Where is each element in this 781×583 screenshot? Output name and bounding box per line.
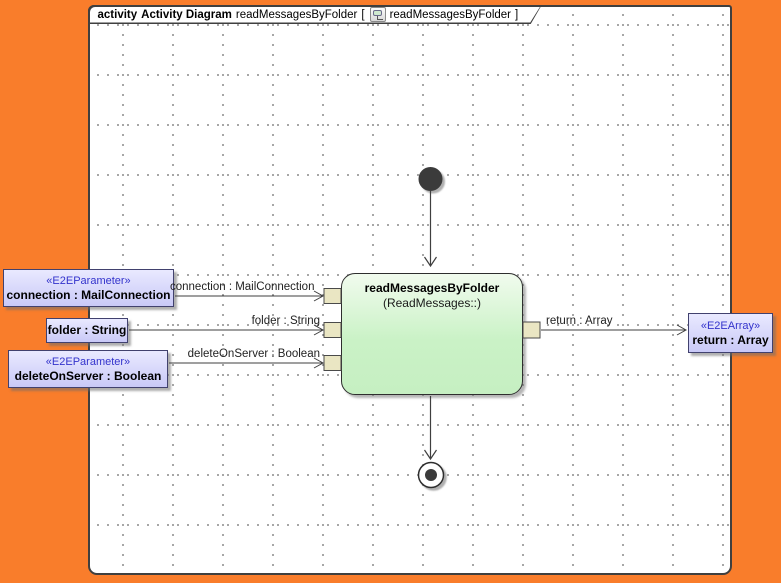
diagram-frame-heading: activity Activity Diagram readMessagesBy… [90,7,541,23]
edge-label-connection[interactable]: connection : MailConnection [170,281,315,293]
frame-open-bracket: [ [361,8,365,21]
frame-close-bracket: ] [515,8,519,21]
edge-label-return[interactable]: return : Array [546,315,613,327]
parameter-node-folder[interactable]: folder : String [46,318,128,343]
parameter-name: folder : String [47,323,127,337]
parameter-node-connection[interactable]: «E2EParameter» connection : MailConnecti… [3,269,174,307]
parameter-stereotype: «E2EParameter» [45,355,131,368]
frame-keyword: activity [97,8,138,21]
output-node-return[interactable]: «E2EArray» return : Array [688,313,773,353]
edge-label-deleteOnServer[interactable]: deleteOnServer : Boolean [187,348,320,360]
edge-label-folder[interactable]: folder : String [251,315,320,327]
frame-context-name: readMessagesByFolder [389,8,512,21]
frame-type-label: Activity Diagram [141,8,232,21]
activity-node-readMessagesByFolder[interactable]: readMessagesByFolder (ReadMessages::) [341,273,523,395]
parameter-name: connection : MailConnection [6,287,171,302]
frame-diagram-name: readMessagesByFolder [235,8,358,21]
parameter-node-deleteOnServer[interactable]: «E2EParameter» deleteOnServer : Boolean [8,350,168,388]
output-name: return : Array [692,332,769,347]
output-stereotype: «E2EArray» [700,319,761,332]
parameter-stereotype: «E2EParameter» [46,274,131,287]
activity-title: readMessagesByFolder [364,281,500,295]
parameter-name: deleteOnServer : Boolean [14,368,162,383]
activity-diagram-icon [370,7,386,22]
diagram-frame-tab[interactable]: activity Activity Diagram readMessagesBy… [88,5,542,24]
activity-qualifier: (ReadMessages::) [382,296,482,310]
